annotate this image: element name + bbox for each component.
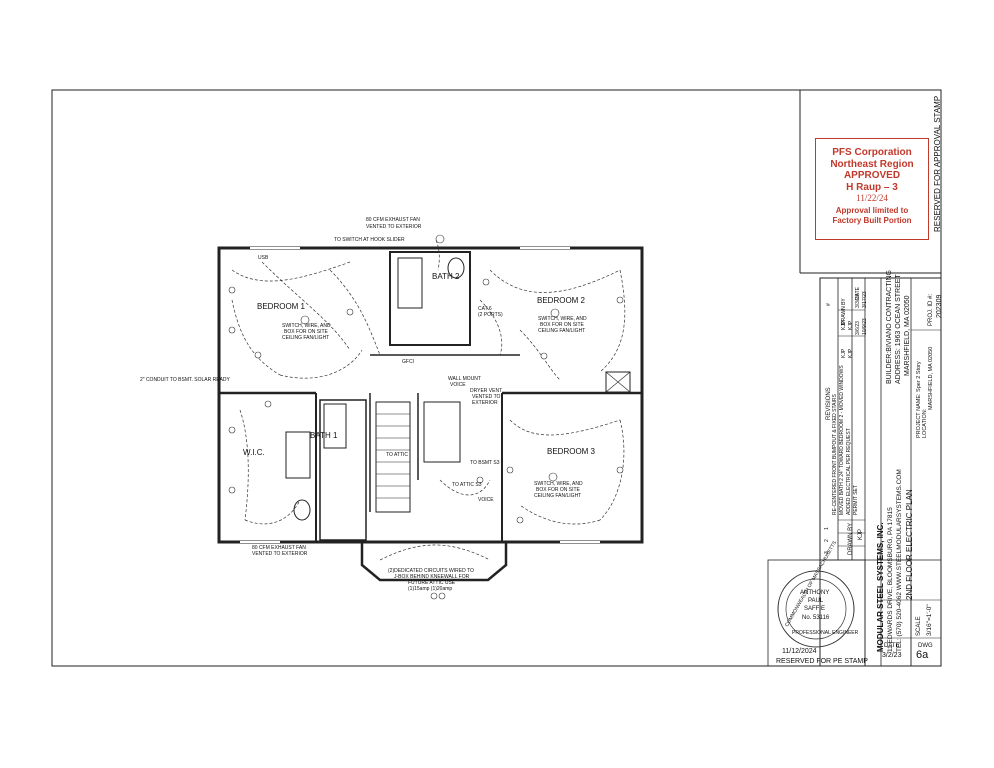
room-label-bedroom1: BEDROOM 1	[257, 302, 306, 311]
company-phone: TEL: (570) 520-4062 WWW.STEELMODULARSYST…	[896, 469, 903, 652]
room-label-bath1: BATH 1	[310, 431, 338, 440]
approval-note2: Factory Built Portion	[832, 215, 912, 225]
note-gfci: GFCI	[402, 359, 414, 365]
proj-id-label: PROJ. ID #:	[928, 293, 934, 326]
builder-address: ADDRESS: 1963 OCEAN STREET	[895, 274, 902, 384]
note-dedicated-1: (2)DEDICATED CIRCUITS WIRED TO	[388, 568, 474, 574]
revision-1-num: 1	[824, 527, 830, 530]
note-to-attic: TO ATTIC	[386, 452, 409, 458]
note-fan-b1-1: SWITCH, WIRE, AND	[282, 323, 331, 329]
approval-date: 11/22/24	[856, 193, 888, 203]
note-exhaust-bot-1: 80 CFM EXHAUST FAN	[252, 545, 306, 551]
floor-plan	[217, 246, 644, 582]
revision-4-desc: PERMIT SET	[853, 485, 859, 515]
revision-3-date: 3/17/23	[862, 291, 868, 308]
room-label-bath2: BATH 2	[432, 272, 460, 281]
revision-4-date: 10/9/23	[862, 318, 868, 335]
builder-city: MARSHFIELD, MA 02050	[904, 295, 911, 376]
location-value: MARSHFIELD, MA 02050	[928, 346, 934, 410]
pe-name-2: PAUL	[808, 598, 824, 604]
revision-2-num: 2	[824, 539, 830, 542]
pe-seal	[777, 570, 855, 648]
note-dedicated-3: FUTURE ATTIC USE	[408, 580, 456, 586]
outlet-symbols	[228, 278, 624, 600]
drawing-title: 2ND FLOOR ELECTRIC PLAN	[905, 489, 914, 600]
date-value: 3/2/23	[882, 652, 902, 659]
note-wall-mount-voice: VOICE	[450, 382, 466, 388]
room-label-wic: W.I.C.	[243, 448, 265, 457]
dwg-value: 6a	[916, 649, 929, 661]
scale-label: SCALE	[916, 616, 922, 636]
note-conduit: 2" CONDUIT TO BSMT. SOLAR READY	[140, 377, 230, 383]
note-fan-b3-2: BOX FOR ON SITE	[536, 487, 580, 493]
revision-1-desc: RE-CENTERED FRONT BUMPOUT & FIXED STAIRS	[832, 394, 838, 515]
wiring-runs	[231, 239, 626, 561]
note-switch-hook: TO SWITCH AT HOOK SLIDER	[334, 237, 405, 243]
title-block	[819, 277, 942, 667]
approval-stamp: PFS Corporation Northeast Region APPROVE…	[815, 138, 929, 240]
revision-1-by: KJP	[841, 320, 847, 330]
location-label: LOCATION:	[922, 408, 928, 438]
pe-name-3: SAFFIE	[804, 606, 826, 612]
approval-line1: PFS Corporation	[832, 147, 912, 158]
note-exhaust-top-1: 80 CFM EXHAUST FAN	[366, 217, 420, 223]
scale-value: 3/16"=1'-0"	[926, 604, 933, 636]
pe-bottom-text: PROFESSIONAL ENGINEER	[792, 630, 859, 636]
note-fan-b2-2: BOX FOR ON SITE	[540, 322, 584, 328]
revision-2-desc: MOVED BATH 2 24" TOWARD BEDROOM 2 - MOVE…	[839, 365, 845, 515]
room-label-bedroom3: BEDROOM 3	[547, 447, 596, 456]
builder: BUILDER:BIVIANO CONTRACTING	[886, 270, 893, 384]
dwg-label: DWG	[918, 643, 933, 649]
pe-stamp-frame	[767, 559, 866, 667]
note-exhaust-top-2: VENTED TO EXTERIOR	[366, 224, 422, 230]
revision-4-by: KJP	[848, 320, 854, 330]
note-fan-b2-3: CEILING FAN/LIGHT	[538, 328, 586, 334]
revision-1-date: 3/3/23	[855, 294, 861, 308]
revision-2-by: KJP	[841, 348, 847, 358]
pe-date: 11/12/2024	[782, 648, 817, 655]
revision-2-date: 3/6/23	[855, 321, 861, 335]
note-voice: VOICE	[478, 497, 494, 503]
pe-license: No. 53116	[802, 615, 830, 621]
note-dedicated-4: (1)15amp (1)20amp	[408, 586, 453, 592]
pe-stamp-label: RESERVED FOR PE STAMP	[776, 658, 868, 665]
note-dryer-2: VENTED TO	[472, 394, 501, 400]
note-dryer-3: EXTERIOR	[472, 400, 498, 406]
drawn-by-label: DRAWN BY	[848, 522, 854, 555]
approval-line4: H Raup – 3	[846, 181, 898, 193]
date-label: DATE	[884, 643, 900, 649]
approval-line3: APPROVED	[843, 170, 901, 181]
note-cat6-ports: (2 PORTS)	[478, 312, 503, 318]
approval-note1: Approval limited to	[835, 206, 909, 216]
revision-num-header: #	[826, 303, 832, 306]
note-dedicated-2: J-BOX BEHIND KNEEWALL FOR	[394, 574, 470, 580]
note-fan-b1-2: BOX FOR ON SITE	[284, 329, 328, 335]
note-to-attic-s3: TO ATTIC S3	[452, 482, 482, 488]
note-to-bsmt: TO BSMT S3	[470, 460, 500, 466]
note-fan-b2-1: SWITCH, WIRE, AND	[538, 316, 587, 322]
note-wall-mount: WALL MOUNT	[448, 376, 481, 382]
ceiling-fan-symbols	[300, 234, 560, 482]
proj-id: 202309	[936, 294, 943, 318]
note-usb: USB	[258, 255, 269, 261]
pe-name-1: ANTHONY	[800, 590, 830, 596]
note-fan-b3-1: SWITCH, WIRE, AND	[534, 481, 583, 487]
company-address: 11 EDWARDS DRIVE, BLOOMSBURG, PA 17815	[887, 507, 894, 652]
reserved-approval-label: RESERVED FOR APPROVAL STAMP	[933, 95, 942, 232]
note-cat6: CAT 6	[478, 306, 492, 312]
company-name: MODULAR STEEL SYSTEMS, INC.	[876, 522, 885, 652]
note-fan-b1-3: CEILING FAN/LIGHT	[282, 335, 330, 341]
room-label-bedroom2: BEDROOM 2	[537, 296, 586, 305]
drawn-by-value: KJP	[858, 528, 864, 540]
approval-line2: Northeast Region	[830, 158, 914, 170]
note-fan-b3-3: CEILING FAN/LIGHT	[534, 493, 582, 499]
revision-3-by: KJP	[848, 348, 854, 358]
revision-3-desc: ADDED ELECTRICAL PER REQUEST	[846, 428, 852, 515]
note-exhaust-bot-2: VENTED TO EXTERIOR	[252, 551, 308, 557]
note-dryer-1: DRYER VENT	[470, 388, 503, 394]
